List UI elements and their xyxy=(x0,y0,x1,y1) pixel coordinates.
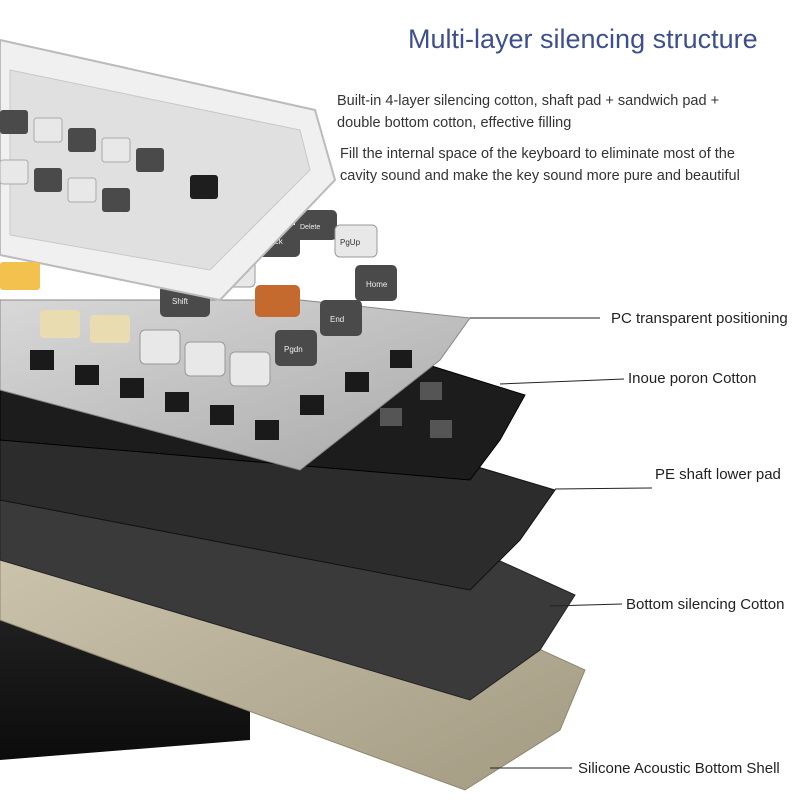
page-title: Multi-layer silencing structure xyxy=(408,24,758,54)
keycap-shift: Shift xyxy=(172,297,189,306)
label-inoue-poron-cotton: Inoue poron Cotton xyxy=(628,370,757,387)
keycap-delete: Delete xyxy=(300,224,320,231)
keycap-end: End xyxy=(330,315,344,324)
keycap-pgdn: Pgdn xyxy=(284,345,303,354)
label-silicone-acoustic-bottom-shell: Silicone Acoustic Bottom Shell xyxy=(578,760,780,777)
description-line-2: double bottom cotton, effective filling xyxy=(337,115,572,131)
keycap-home: Home xyxy=(366,280,388,289)
label-pe-shaft-lower-pad: PE shaft lower pad xyxy=(655,466,781,483)
frame-keys xyxy=(0,110,218,290)
description-line-1: Built-in 4-layer silencing cotton, shaft… xyxy=(337,93,720,109)
label-bottom-silencing-cotton: Bottom silencing Cotton xyxy=(626,596,785,613)
keycap-pgup: PgUp xyxy=(340,238,361,247)
description-line-4: cavity sound and make the key sound more… xyxy=(340,168,740,184)
plate-switch-cutouts xyxy=(30,350,412,440)
label-pc-transparent-positioning: PC transparent positioning xyxy=(611,310,788,327)
description-line-3: Fill the internal space of the keyboard … xyxy=(340,146,735,162)
leader-pe-pad xyxy=(554,487,653,490)
leader-poron xyxy=(499,378,625,385)
leader-bottom-cotton xyxy=(549,603,623,607)
